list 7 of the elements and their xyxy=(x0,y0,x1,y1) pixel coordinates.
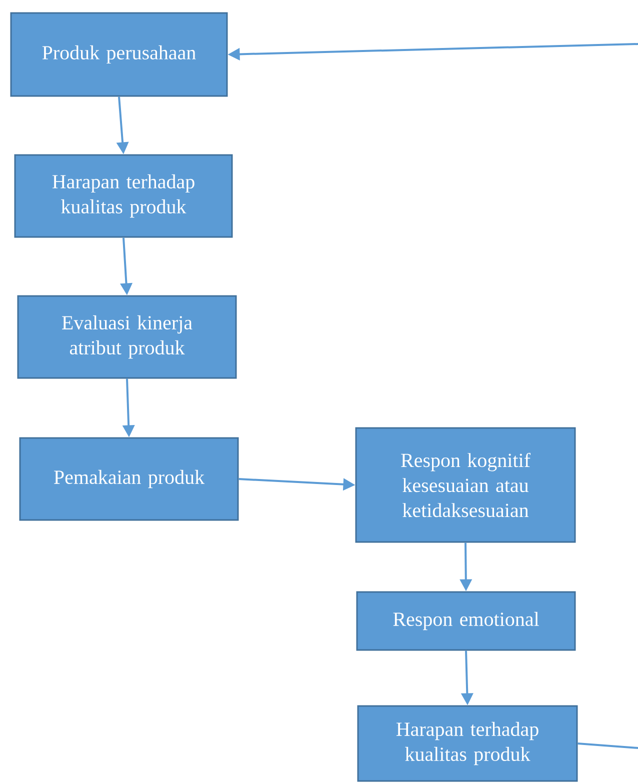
process-box: Harapan terhadap kualitas produk xyxy=(357,705,578,782)
process-box: Respon emotional xyxy=(356,591,576,651)
process-box: Produk perusahaan xyxy=(10,12,228,97)
process-box: Evaluasi kinerja atribut produk xyxy=(17,295,237,379)
process-box: Respon kognitif kesesuaian atau ketidaksesuaian xyxy=(355,427,576,543)
process-box: Pemakaian produk xyxy=(19,437,239,521)
process-box: Harapan terhadap kualitas produk xyxy=(14,154,233,238)
